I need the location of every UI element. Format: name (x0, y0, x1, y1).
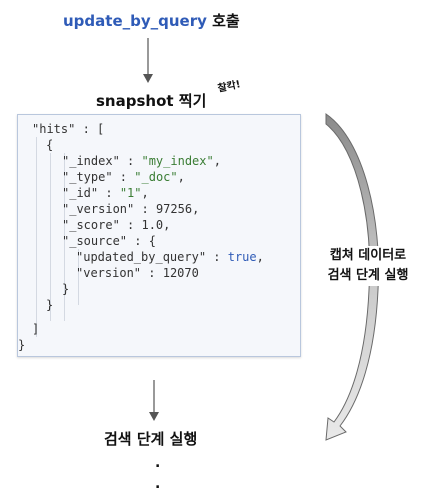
capture-search-label: 캡쳐 데이터로 검색 단계 실행 (316, 246, 420, 286)
code-line-close-source: } (62, 282, 70, 296)
code-line-version: "_version" : 97256, (62, 202, 200, 216)
code-line-source-version: "version" : 12070 (76, 266, 199, 280)
curved-arrow (325, 113, 380, 441)
indent-guide (78, 249, 79, 305)
call-label: 호출 (206, 12, 240, 30)
indent-guide (50, 153, 51, 321)
code-line-id: "_id" : "1", (62, 186, 149, 200)
code-line-close-doc: } (46, 298, 54, 312)
indent-guide (36, 137, 37, 337)
continuation-dot: . (155, 455, 161, 471)
code-line-open-doc: { (46, 138, 54, 152)
snapshot-step: snapshot 찍기 (96, 92, 207, 110)
code-line-updated-by-query: "updated_by_query" : true, (76, 250, 264, 264)
click-note: 찰칵! (216, 79, 242, 95)
down-arrow-1 (143, 38, 153, 83)
code-line-source: "_source" : { (62, 234, 156, 248)
capture-label-line2: 검색 단계 실행 (327, 268, 409, 283)
code-line-close-root: } (18, 338, 26, 352)
code-line-score: "_score" : 1.0, (62, 218, 171, 232)
update-by-query-step: update_by_query 호출 (63, 10, 240, 31)
code-line-type: "_type" : "_doc", (62, 170, 185, 184)
api-name: update_by_query (63, 12, 207, 30)
code-line-close-array: ] (32, 322, 40, 336)
code-line-index: "_index" : "my_index", (62, 154, 221, 168)
capture-label-line1: 캡쳐 데이터로 (329, 248, 407, 263)
code-line-hits: "hits" : [ (32, 122, 105, 136)
indent-guide (64, 153, 65, 321)
snapshot-json-panel: "hits" : [ { "_index" : "my_index", "_ty… (17, 114, 301, 357)
continuation-dot: . (155, 476, 161, 492)
down-arrow-2 (149, 380, 159, 421)
search-step: 검색 단계 실행 (104, 430, 198, 448)
